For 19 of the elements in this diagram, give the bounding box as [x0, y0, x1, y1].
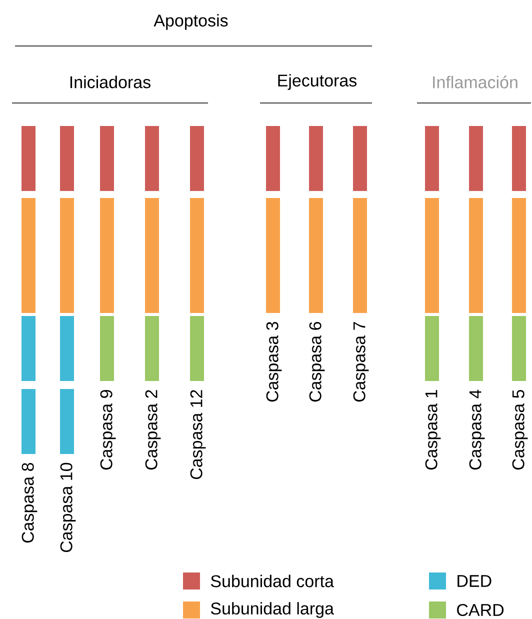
caspase-label: Caspasa 6	[309, 322, 325, 402]
caspase-label: Caspasa 5	[512, 390, 528, 470]
caspase-label: Caspasa 8	[22, 462, 38, 543]
legend-label: CARD	[457, 604, 504, 616]
legend-label: DED	[458, 575, 492, 587]
group-heading: Inflamación	[433, 76, 518, 88]
group-heading: Ejecutoras	[278, 74, 357, 90]
caspase-label: Caspasa 2	[145, 390, 161, 470]
legend-label: Subunidad larga	[210, 602, 334, 618]
caspase-label: Caspasa 7	[353, 322, 369, 402]
caspase-label: Caspasa 3	[266, 322, 282, 402]
caspase-label: Caspasa 1	[425, 390, 441, 470]
caspase-label: Caspasa 10	[60, 462, 76, 552]
group-heading: Iniciadoras	[70, 76, 150, 88]
caspase-label: Caspasa 12	[190, 390, 206, 480]
caspase-label: Caspasa 4	[469, 390, 485, 470]
caspase-label: Caspasa 9	[100, 390, 116, 470]
legend-label: Subunidad corta	[210, 574, 334, 588]
group-heading: Apoptosis	[154, 14, 228, 30]
